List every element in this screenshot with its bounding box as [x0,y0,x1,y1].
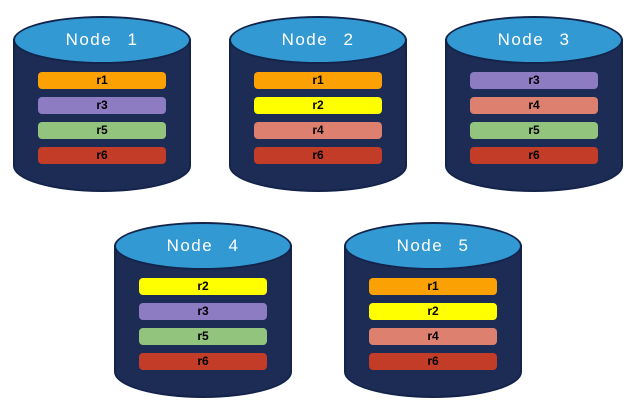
node-3-cylinder-body [445,39,623,192]
replica-bar: r1 [38,72,166,89]
replica-bar: r6 [369,353,497,370]
replica-bar: r3 [38,97,166,114]
node-1: Node 1 r1 r3 r5 r6 [13,16,191,192]
node-3: Node 3 r3 r4 r5 r6 [445,16,623,192]
node-5-label: Node 5 [396,236,470,255]
node-4-replica-list: r2 r3 r5 r6 [114,278,292,370]
node-1-label: Node 1 [65,30,139,49]
replica-bar: r5 [470,122,598,139]
replica-bar: r3 [470,72,598,89]
replica-bar: r4 [369,328,497,345]
node-3-cylinder-top: Node 3 [445,16,623,64]
node-5-cylinder-body [344,245,522,398]
node-3-replica-list: r3 r4 r5 r6 [445,72,623,164]
replica-bar: r6 [254,147,382,164]
node-1-replica-list: r1 r3 r5 r6 [13,72,191,164]
node-5-replica-list: r1 r2 r4 r6 [344,278,522,370]
replica-bar: r1 [254,72,382,89]
replica-bar: r1 [369,278,497,295]
replica-bar: r4 [254,122,382,139]
node-4-cylinder-body [114,245,292,398]
node-2-label: Node 2 [281,30,355,49]
node-1-cylinder-top: Node 1 [13,16,191,64]
replica-bar: r6 [38,147,166,164]
node-2-replica-list: r1 r2 r4 r6 [229,72,407,164]
replica-bar: r6 [470,147,598,164]
replica-bar: r5 [38,122,166,139]
replica-bar: r3 [139,303,267,320]
node-2-cylinder-body [229,39,407,192]
node-2-cylinder-top: Node 2 [229,16,407,64]
node-3-label: Node 3 [497,30,571,49]
node-2: Node 2 r1 r2 r4 r6 [229,16,407,192]
node-4-cylinder-top: Node 4 [114,222,292,270]
node-5: Node 5 r1 r2 r4 r6 [344,222,522,398]
replica-bar: r2 [254,97,382,114]
replica-bar: r4 [470,97,598,114]
replica-bar: r2 [369,303,497,320]
replica-bar: r2 [139,278,267,295]
node-4: Node 4 r2 r3 r5 r6 [114,222,292,398]
replica-bar: r6 [139,353,267,370]
node-4-label: Node 4 [166,236,240,255]
node-row-bottom: Node 4 r2 r3 r5 r6 Node 5 r1 r2 r4 r6 [0,222,636,398]
node-row-top: Node 1 r1 r3 r5 r6 Node 2 r1 r2 r4 r6 [0,0,636,192]
replica-bar: r5 [139,328,267,345]
node-1-cylinder-body [13,39,191,192]
node-5-cylinder-top: Node 5 [344,222,522,270]
